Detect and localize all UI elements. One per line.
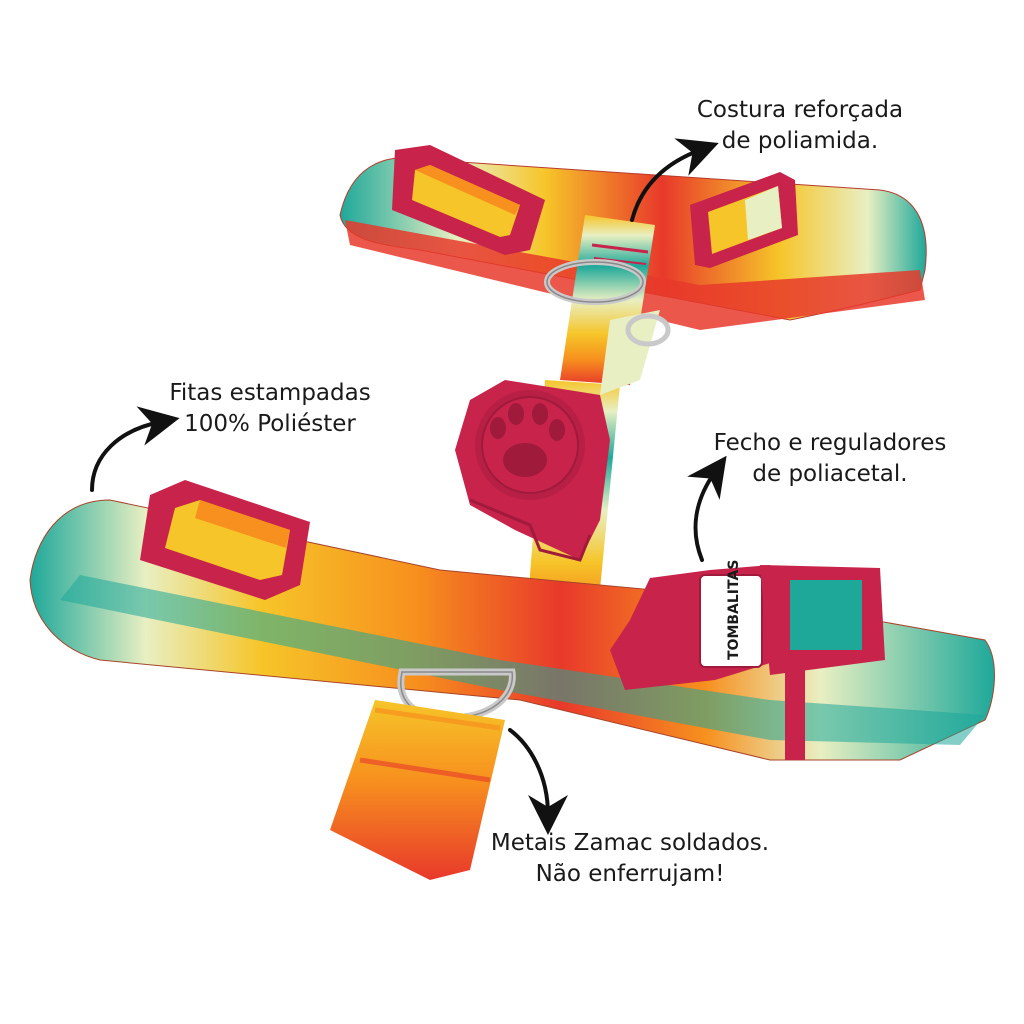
arrow-fitas	[90, 406, 180, 492]
annotation-arrows	[90, 138, 727, 835]
annotation-fecho: Fecho e reguladores de poliacetal.	[690, 428, 970, 490]
arrow-metais	[508, 728, 568, 835]
annotation-metais-line2: Não enferrujam!	[535, 861, 725, 887]
annotation-fecho-line1: Fecho e reguladores	[713, 430, 947, 456]
neck-slider-left	[392, 145, 545, 255]
brand-logo: TOMBALITAS	[726, 560, 742, 660]
chest-slider-left	[140, 480, 310, 600]
neck-slider-right	[690, 172, 798, 268]
annotation-metais: Metais Zamac soldados. Não enferrujam!	[470, 828, 790, 890]
annotation-metais-line1: Metais Zamac soldados.	[490, 830, 770, 856]
annotation-costura-line1: Costura reforçada	[696, 97, 904, 123]
side-release-buckle	[610, 565, 885, 760]
arrow-costura	[630, 138, 719, 222]
arrow-fecho	[687, 455, 727, 562]
annotation-fitas: Fitas estampadas 100% Poliéster	[140, 378, 400, 440]
annotation-fitas-line1: Fitas estampadas	[169, 380, 371, 406]
paw-buckle	[455, 380, 610, 562]
brand-logo-text: TOMBALITAS	[726, 560, 742, 660]
annotation-costura: Costura reforçada de poliamida.	[660, 95, 940, 157]
paw-icon	[490, 403, 565, 477]
neck-d-ring	[544, 259, 671, 347]
belly-strap-tail	[330, 700, 505, 880]
annotation-costura-line2: de poliamida.	[721, 128, 879, 154]
annotation-fecho-line2: de poliacetal.	[752, 461, 908, 487]
annotation-fitas-line2: 100% Poliéster	[184, 411, 356, 437]
